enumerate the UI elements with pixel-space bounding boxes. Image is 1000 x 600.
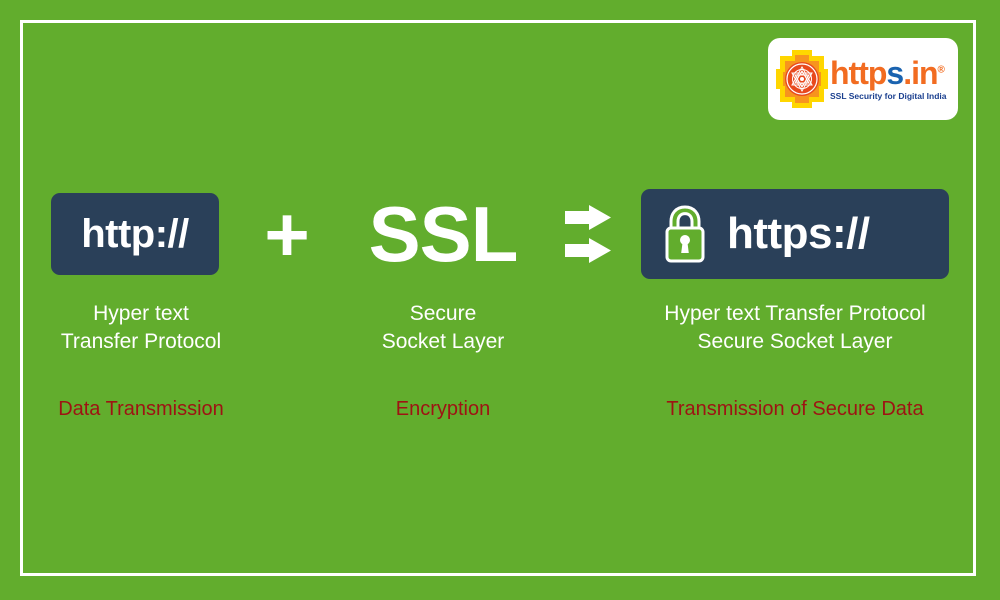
caption-ssl: Secure Socket Layer bbox=[381, 302, 505, 353]
logo-registered-mark: ® bbox=[937, 64, 945, 76]
https-protocol-label: https:// bbox=[727, 209, 870, 258]
logo-wordmark-tld: .in bbox=[903, 55, 938, 92]
ssl-label: SSL bbox=[368, 190, 519, 278]
logo-text-group: https.in® SSL Security for Digital India bbox=[830, 57, 947, 101]
plus-operator: + bbox=[264, 190, 310, 278]
double-right-arrow-icon bbox=[565, 205, 611, 263]
caption-http: Hyper text Transfer Protocol bbox=[60, 302, 222, 353]
padlock-icon bbox=[665, 205, 705, 263]
http-protocol-box: http:// bbox=[51, 193, 219, 275]
logo-tagline: SSL Security for Digital India bbox=[830, 91, 947, 102]
sublabel-https: Transmission of Secure Data bbox=[666, 398, 924, 420]
https-protocol-box: https:// bbox=[641, 189, 949, 279]
caption-https: Hyper text Transfer Protocol Secure Sock… bbox=[664, 302, 926, 353]
equation-row: http:// + SSL https:// bbox=[0, 178, 1000, 298]
sublabel-ssl: Encryption bbox=[395, 398, 491, 420]
logo-wordmark: https.in® bbox=[830, 57, 947, 89]
sri-yantra-mandala-icon bbox=[776, 50, 828, 108]
http-protocol-label: http:// bbox=[81, 211, 189, 256]
logo-wordmark-http: http bbox=[830, 55, 887, 92]
logo-wordmark-s: s bbox=[886, 55, 904, 92]
brand-logo[interactable]: https.in® SSL Security for Digital India bbox=[768, 38, 958, 120]
sublabel-http: Data Transmission bbox=[58, 398, 224, 420]
